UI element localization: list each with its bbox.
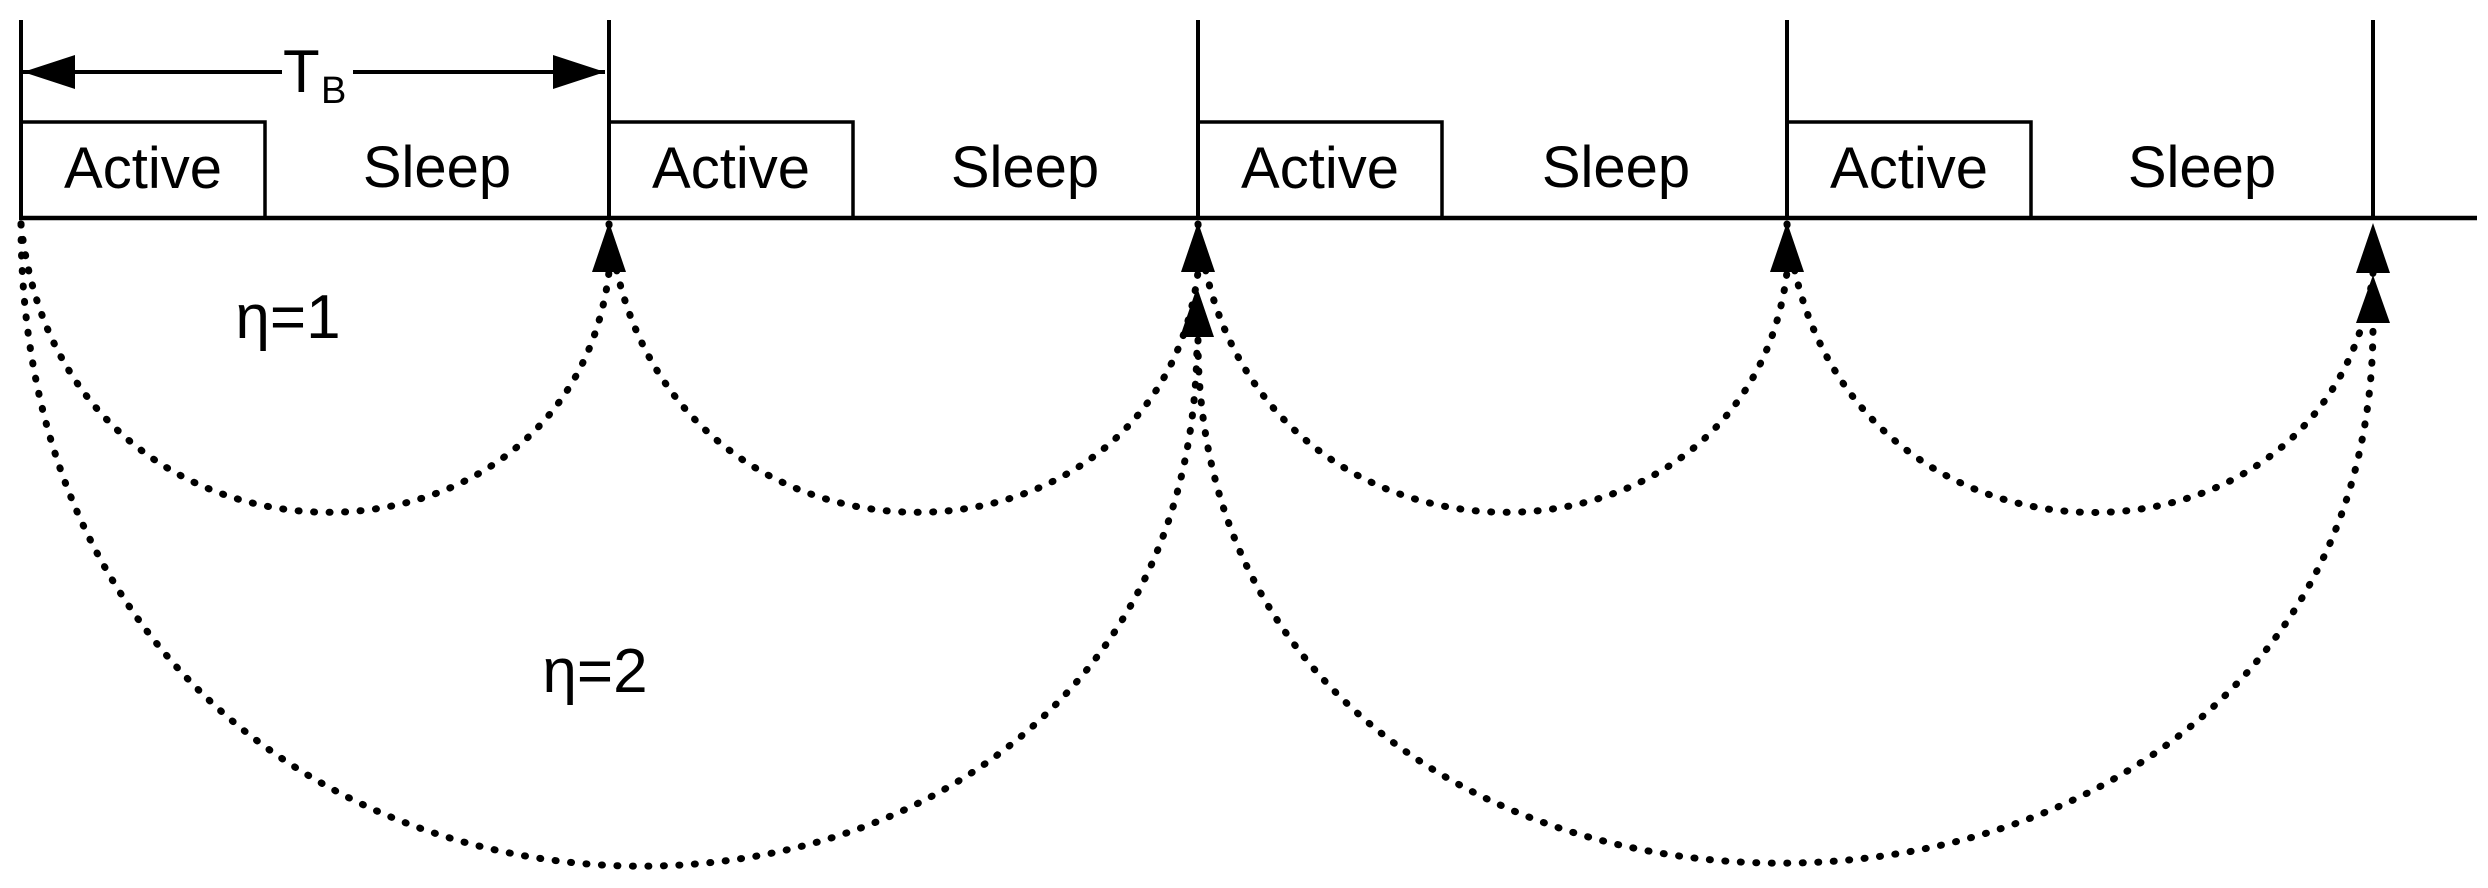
active-label-1: Active <box>64 136 222 201</box>
eta1-arc-3 <box>1194 220 1791 516</box>
up-arrowhead-boundary5-lower-icon <box>2356 275 2390 323</box>
up-arrowhead-boundary5-upper-icon <box>2356 223 2390 273</box>
active-box-1 <box>19 120 267 220</box>
active-box-3 <box>1196 120 1444 220</box>
up-arrowhead-boundary2-icon <box>592 222 626 272</box>
sleep-label-2: Sleep <box>951 135 1099 200</box>
eta2-arc-1 <box>17 220 1201 870</box>
active-label-3: Active <box>1241 136 1399 201</box>
eta1-arc-1 <box>17 220 613 516</box>
tb-arrowhead-right-icon <box>553 55 605 89</box>
up-arrowhead-boundary4-icon <box>1770 222 1804 272</box>
tb-label-symbol: T <box>283 38 320 105</box>
sleep-label-1: Sleep <box>363 135 511 200</box>
tb-label-subscript: B <box>321 70 346 112</box>
active-label-2: Active <box>652 136 810 201</box>
up-arrowhead-boundary3-lower-icon <box>1180 287 1214 337</box>
eta2-arc-2 <box>1194 321 2377 867</box>
up-arrowhead-boundary3-upper-icon <box>1181 222 1215 272</box>
sleep-label-3: Sleep <box>1542 135 1690 200</box>
eta1-arc-2 <box>605 220 1202 516</box>
eta1-label: η=1 <box>235 283 340 352</box>
active-box-2 <box>607 120 855 220</box>
eta2-label: η=2 <box>542 637 647 706</box>
active-label-4: Active <box>1830 136 1988 201</box>
active-box-4 <box>1785 120 2033 220</box>
sleep-label-4: Sleep <box>2128 135 2276 200</box>
eta1-arc-4 <box>1783 220 2377 516</box>
tb-arrowhead-left-icon <box>23 55 75 89</box>
